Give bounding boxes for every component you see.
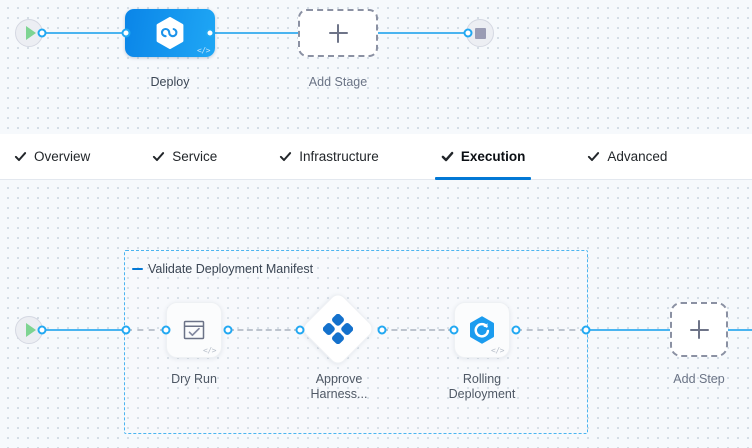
stage-node-deploy[interactable]: </> bbox=[125, 9, 215, 57]
play-icon bbox=[25, 26, 36, 40]
window-check-icon bbox=[180, 316, 208, 344]
step-group-title: Validate Deployment Manifest bbox=[148, 262, 314, 276]
wire-start-to-deploy bbox=[42, 32, 126, 34]
wire-exec-start-to-group bbox=[42, 329, 126, 331]
minus-icon[interactable] bbox=[132, 268, 143, 270]
add-step-label: Add Step bbox=[673, 372, 725, 386]
add-step-button[interactable] bbox=[670, 302, 728, 357]
plus-icon bbox=[689, 320, 709, 339]
wire-addstage-to-end bbox=[378, 32, 468, 34]
port-deploy-in[interactable] bbox=[121, 28, 131, 38]
harness-infinity-icon bbox=[153, 16, 187, 50]
tab-execution[interactable]: Execution bbox=[427, 134, 540, 180]
stage-config-tabs: Overview Service Infrastructure Executio… bbox=[0, 134, 752, 180]
port-start-out[interactable] bbox=[37, 28, 47, 38]
wire-group-to-addstep bbox=[586, 329, 670, 331]
wire-approve-to-rolling bbox=[382, 329, 454, 331]
step-node-approve-harness[interactable] bbox=[299, 290, 377, 368]
step-node-rolling-deployment[interactable]: </> bbox=[454, 302, 510, 358]
wire-rolling-to-group-out bbox=[516, 329, 586, 331]
port-rolling-in[interactable] bbox=[449, 325, 459, 335]
code-badge: </> bbox=[203, 346, 216, 355]
step-group-header[interactable]: Validate Deployment Manifest bbox=[132, 262, 313, 276]
wire-group-in-to-dryrun bbox=[126, 329, 166, 331]
port-dryrun-out[interactable] bbox=[223, 325, 233, 335]
check-icon bbox=[14, 152, 27, 162]
harness-approval-icon bbox=[323, 314, 353, 344]
tab-service[interactable]: Service bbox=[138, 134, 231, 180]
port-dryrun-in[interactable] bbox=[161, 325, 171, 335]
rolling-deployment-icon bbox=[467, 315, 497, 345]
wire-dryrun-to-approve bbox=[228, 329, 300, 331]
port-exec-start-out[interactable] bbox=[37, 325, 47, 335]
stage-canvas[interactable]: </> Deploy Add Stage bbox=[0, 0, 752, 134]
port-group-in[interactable] bbox=[121, 325, 131, 335]
code-badge: </> bbox=[491, 346, 504, 355]
stage-label-deploy: Deploy bbox=[150, 75, 190, 89]
check-icon bbox=[280, 152, 292, 162]
port-approve-out[interactable] bbox=[377, 325, 387, 335]
add-stage-label: Add Stage bbox=[308, 75, 368, 89]
code-badge: </> bbox=[197, 46, 210, 55]
port-rolling-out[interactable] bbox=[511, 325, 521, 335]
tab-advanced[interactable]: Advanced bbox=[573, 134, 681, 180]
check-icon bbox=[153, 152, 165, 162]
wire-addstep-out bbox=[728, 329, 752, 331]
tab-infrastructure[interactable]: Infrastructure bbox=[265, 134, 393, 180]
stop-icon bbox=[474, 27, 486, 39]
plus-icon bbox=[328, 23, 348, 43]
check-icon bbox=[441, 151, 454, 162]
wire-deploy-to-addstage bbox=[210, 32, 298, 34]
check-icon bbox=[588, 152, 600, 162]
tab-overview[interactable]: Overview bbox=[0, 134, 104, 180]
execution-canvas[interactable]: Validate Deployment Manifest bbox=[0, 180, 752, 448]
port-end-in[interactable] bbox=[463, 28, 473, 38]
port-deploy-out[interactable] bbox=[205, 28, 215, 38]
add-stage-button[interactable] bbox=[298, 9, 378, 57]
step-node-dry-run[interactable]: </> bbox=[166, 302, 222, 358]
play-icon bbox=[25, 323, 36, 337]
port-approve-in[interactable] bbox=[295, 325, 305, 335]
port-group-out[interactable] bbox=[581, 325, 591, 335]
